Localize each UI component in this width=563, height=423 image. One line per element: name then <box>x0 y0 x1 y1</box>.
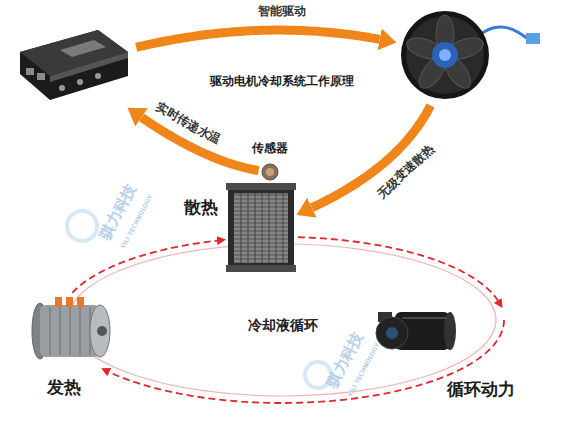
node-label: 循环动力 <box>445 380 517 400</box>
watermark-logo-part <box>67 211 97 241</box>
radiator-part <box>234 193 288 263</box>
cooling-fan-part <box>432 42 458 68</box>
coolant-loop-inner-part <box>68 244 496 396</box>
radiator-part <box>241 193 283 263</box>
controller-unit-part <box>77 79 83 85</box>
drive-motor-part <box>90 305 110 357</box>
controller-unit-part <box>59 85 65 91</box>
radiator <box>226 183 296 272</box>
controller-unit-part <box>95 73 101 79</box>
controller-unit-part <box>20 30 128 100</box>
node-label: 发热 <box>45 378 83 398</box>
drive-motor-part <box>55 297 62 307</box>
node-label: 传感器 <box>250 142 290 156</box>
controller-unit-part <box>37 73 45 80</box>
radiator-node: 散热 <box>228 185 294 271</box>
fan-node <box>400 10 492 102</box>
radiator-part <box>226 265 296 272</box>
drive-motor-part <box>66 297 73 307</box>
controller-unit-part <box>60 40 106 57</box>
coolant-flow <box>72 241 217 293</box>
radiator-part <box>226 183 296 190</box>
pump-node: 循环动力 <box>375 305 453 357</box>
edge-label: 智能驱动 <box>258 5 306 19</box>
drive-motor-part <box>77 297 84 307</box>
temperature-sensor-part <box>266 168 274 176</box>
cooling-fan-part <box>526 33 540 44</box>
drive-motor-part <box>97 326 107 336</box>
coolant-flow <box>298 237 498 300</box>
cooling-fan-part <box>439 49 451 61</box>
cooling-fan-part <box>401 11 489 99</box>
drive-motor <box>32 297 110 359</box>
controller-unit <box>20 30 128 100</box>
edge-label: 无级变速散热 <box>375 142 437 201</box>
edge-label: 实时传递水温 <box>153 101 223 148</box>
cooling-fan-part <box>478 27 528 39</box>
controller-unit-part <box>50 52 128 82</box>
controller-node <box>15 25 133 105</box>
cooling-fan <box>401 11 540 99</box>
sensor-node: 传感器 <box>261 163 279 181</box>
controller-unit-part <box>26 68 34 75</box>
radiator-part <box>234 197 288 261</box>
loop-label: 冷却液循环 <box>248 317 318 333</box>
temperature-sensor-part <box>262 164 278 180</box>
water-pump <box>376 312 456 350</box>
motor-node: 发热 <box>30 295 110 365</box>
water-pump-part <box>386 327 398 339</box>
radiator-part <box>228 185 294 271</box>
water-pump-part <box>402 317 446 319</box>
node-label: 散热 <box>182 198 220 218</box>
temperature-sensor <box>262 164 278 180</box>
diagram-title: 驱动电机冷却系统工作原理 <box>210 75 354 89</box>
coolant-loop-inner <box>68 244 496 396</box>
signal-arrow <box>136 30 379 47</box>
water-pump-part <box>376 317 408 349</box>
drive-motor-part <box>50 307 90 355</box>
